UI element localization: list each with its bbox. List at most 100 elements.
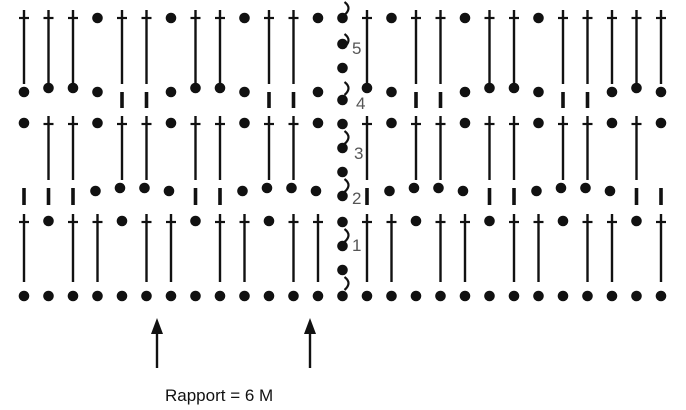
row-label-1: 1 (352, 236, 361, 255)
row3-chain-dot (92, 117, 103, 129)
row-label-4: 4 (356, 94, 365, 113)
row3-chain-dot (165, 117, 177, 129)
row2-arc-chain-dot (261, 182, 273, 194)
row2-arc-chain-dot (531, 185, 542, 197)
turning-chain-dot (337, 190, 348, 202)
row4-arc-chain-dot (312, 86, 324, 98)
treble-stitch-group (19, 10, 666, 282)
foundation-chain-dot (288, 290, 299, 302)
foundation-chain-dot (239, 290, 250, 302)
row3-chain-dot (312, 117, 324, 129)
foundation-chain-dot (606, 290, 618, 302)
row4-arc-chain-dot (459, 86, 471, 98)
row2-arc-chain-dot (90, 185, 101, 197)
row1-chain-dot (263, 215, 275, 227)
foundation-chain-dot (410, 290, 422, 302)
foundation-chain-dot (582, 290, 593, 302)
turning-chain-dot (337, 240, 348, 252)
foundation-chain-dot (631, 290, 642, 302)
turning-chain-dot (337, 94, 348, 106)
row3-chain-dot (655, 117, 667, 129)
foundation-chain-dot (435, 290, 446, 302)
turning-chain-dot (337, 264, 348, 276)
row1-chain-dot (631, 215, 642, 227)
foundation-chain-dot (557, 290, 569, 302)
row3-chain-dot (386, 117, 397, 129)
foundation-chain-dot (655, 290, 667, 302)
row5-chain-dot (459, 12, 471, 24)
turning-chain-dot (337, 142, 348, 154)
turning-hook-arc (343, 33, 350, 48)
row1-chain-dot (43, 215, 54, 227)
row4-arc-chain-dot (533, 86, 544, 98)
turning-chain-dot (337, 118, 348, 130)
foundation-chain-dot (116, 290, 128, 302)
turning-chain-dot (337, 166, 348, 178)
row2-arc-chain-dot (114, 182, 126, 194)
row4-arc-chain-dot (386, 86, 397, 98)
foundation-chain-dot (18, 290, 30, 302)
turning-hook-arc (343, 276, 350, 291)
row5-chain-dot (92, 12, 103, 24)
foundation-chain-dot (484, 290, 495, 302)
repeat-caption: Rapport = 6 M (165, 386, 273, 405)
row4-arc-chain-dot (239, 86, 250, 98)
row5-chain-dot (533, 12, 544, 24)
row4-arc-chain-dot (165, 86, 177, 98)
foundation-chain-dot (459, 290, 471, 302)
row4-arc-chain-dot (361, 82, 373, 94)
row2-arc-chain-dot (139, 182, 150, 194)
foundation-chain-dot (165, 290, 177, 302)
row3-chain-dot (239, 117, 250, 129)
foundation-chain-dot (92, 290, 103, 302)
repeat-arrow-group (151, 318, 316, 368)
turning-chain-dot (337, 216, 348, 228)
foundation-chain-dot (312, 290, 324, 302)
row2-arc-chain-dot (457, 185, 469, 197)
row1-chain-dot (116, 215, 128, 227)
row2-arc-chain-dot (163, 185, 175, 197)
repeat-arrow-head (304, 318, 316, 334)
row4-arc-chain-dot (67, 82, 79, 94)
chain-dot-group (18, 12, 667, 302)
row2-arc-chain-dot (286, 182, 297, 194)
foundation-chain-dot (533, 290, 544, 302)
row1-chain-dot (410, 215, 422, 227)
row4-arc-chain-dot (92, 86, 103, 98)
foundation-chain-dot (141, 290, 152, 302)
row4-arc-chain-dot (606, 86, 618, 98)
row-label-2: 2 (352, 189, 361, 208)
row3-chain-dot (606, 117, 618, 129)
row1-chain-dot (484, 215, 495, 227)
row4-arc-chain-dot (43, 82, 54, 94)
row2-arc-chain-dot (408, 182, 420, 194)
row2-arc-chain-dot (384, 185, 395, 197)
foundation-chain-dot (508, 290, 520, 302)
turning-hook-arc (343, 81, 350, 96)
foundation-chain-dot (337, 290, 348, 302)
foundation-chain-dot (386, 290, 397, 302)
foundation-chain-dot (190, 290, 201, 302)
row5-chain-dot (312, 12, 324, 24)
turning-chain-dot (337, 62, 348, 74)
foundation-chain-dot (67, 290, 79, 302)
row3-chain-dot (459, 117, 471, 129)
row4-arc-chain-dot (484, 82, 495, 94)
foundation-chain-dot (43, 290, 54, 302)
row2-arc-chain-dot (555, 182, 567, 194)
row2-arc-chain-dot (580, 182, 591, 194)
row3-chain-dot (18, 117, 30, 129)
row2-arc-chain-dot (604, 185, 616, 197)
foundation-chain-dot (361, 290, 373, 302)
row5-chain-dot (386, 12, 397, 24)
row4-arc-chain-dot (655, 86, 667, 98)
row4-arc-chain-dot (190, 82, 201, 94)
row1-chain-dot (190, 215, 201, 227)
foundation-chain-dot (263, 290, 275, 302)
row3-chain-dot (533, 117, 544, 129)
row2-arc-chain-dot (310, 185, 322, 197)
row4-arc-chain-dot (18, 86, 30, 98)
row1-chain-dot (557, 215, 569, 227)
row4-arc-chain-dot (508, 82, 520, 94)
